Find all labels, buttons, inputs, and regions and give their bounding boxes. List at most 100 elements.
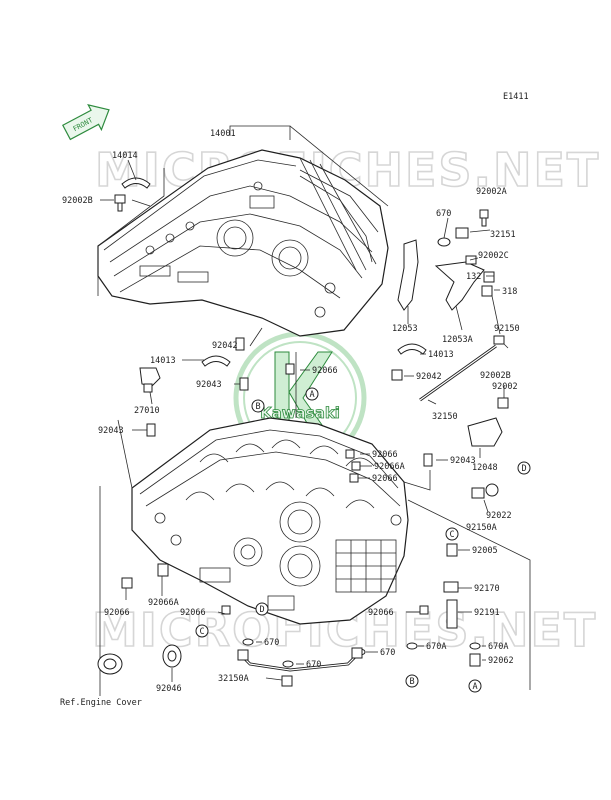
label-32150: 32150	[432, 412, 458, 422]
label-92002b: 92002B	[62, 196, 93, 206]
part-92042-dowel-b	[391, 369, 403, 381]
part-92002b-bolt	[114, 194, 126, 212]
part-92022-bolt	[471, 483, 499, 499]
label-92066-d: 92066	[368, 608, 394, 618]
label-92066-e: 92066	[104, 608, 130, 618]
label-12053: 12053	[392, 324, 418, 334]
diagram-id: E1411	[503, 92, 529, 102]
callout-b-text: B	[255, 402, 260, 412]
part-92066-pin-c	[349, 473, 359, 483]
part-32151-guide	[455, 227, 469, 239]
part-27010-switch	[139, 367, 161, 393]
label-14001: 14001	[210, 129, 236, 139]
upper-crankcase	[97, 149, 389, 337]
part-92170-clamp	[443, 581, 459, 593]
label-92043-b: 92043	[98, 426, 124, 436]
part-14013-seal	[201, 355, 231, 367]
part-92066-pin-e	[221, 605, 231, 615]
callout-a-text: A	[309, 390, 314, 400]
label-92005: 92005	[472, 546, 498, 556]
label-92150a: 92150A	[466, 523, 497, 533]
label-32150a: 32150A	[218, 674, 249, 684]
part-92043-dowel	[239, 377, 249, 391]
label-92042: 92042	[212, 341, 238, 351]
label-14013: 14013	[150, 356, 176, 366]
label-92066-b: 92066	[372, 450, 398, 460]
part-92066-pin-d	[121, 577, 133, 589]
label-92043-c: 92043	[450, 456, 476, 466]
label-14014: 14014	[112, 151, 138, 161]
label-92170: 92170	[474, 584, 500, 594]
part-92062-fitting	[469, 653, 481, 667]
callout-a-bottom	[468, 679, 482, 693]
callout-b-bottom	[405, 674, 419, 688]
part-92002a-bolt	[479, 209, 489, 227]
part-132-washer	[483, 271, 495, 283]
logo-text: Kawasaki	[260, 404, 340, 422]
label-92002a: 92002A	[476, 187, 507, 197]
part-670a-oring	[406, 642, 418, 650]
callout-d-right	[517, 461, 531, 475]
part-92046-bearing	[162, 644, 182, 668]
part-670-oring-b	[242, 638, 254, 646]
part-12048-stay	[467, 417, 503, 447]
part-32150a-pipe	[237, 647, 363, 687]
label-92002c: 92002C	[478, 251, 509, 261]
part-92066-pin-f	[419, 605, 429, 615]
part-92066a-pin	[351, 461, 361, 471]
label-132: 132	[466, 272, 481, 282]
part-92042-dowel	[235, 337, 245, 351]
label-92043: 92043	[196, 380, 222, 390]
label-92042-b: 92042	[416, 372, 442, 382]
label-670-b: 670	[264, 638, 279, 648]
callout-a	[305, 387, 319, 401]
label-14013-b: 14013	[428, 350, 454, 360]
label-670: 670	[436, 209, 451, 219]
label-92066a-b: 92066A	[148, 598, 179, 608]
part-92191-pipe	[446, 599, 458, 629]
part-14013-seal-b	[397, 343, 427, 355]
callout-circles: A B C D D B C A	[195, 387, 531, 693]
label-92066-f: 92066	[180, 608, 206, 618]
label-670-d: 670	[380, 648, 395, 658]
part-92002b-bolt-b	[493, 335, 505, 345]
label-92022: 92022	[486, 511, 512, 521]
callout-b	[251, 399, 265, 413]
label-670-c: 670	[306, 660, 321, 670]
part-670a-oring-b	[469, 642, 481, 650]
front-arrow-icon: FRONT	[62, 104, 110, 141]
label-92062: 92062	[488, 656, 514, 666]
label-27010: 27010	[134, 406, 160, 416]
callout-b-bottom-text: B	[409, 677, 414, 687]
part-12053-guide	[397, 239, 419, 311]
footer-note: Ref.Engine Cover	[60, 698, 142, 708]
lower-crankcase	[131, 417, 409, 625]
part-labels: 14001 14014 92002B 670 92002A 32151 9200…	[60, 129, 520, 708]
callout-d-right-text: D	[521, 464, 526, 474]
engine-cover-seal	[97, 653, 123, 675]
label-92002b-b: 92002B	[480, 371, 511, 381]
callout-a-bottom-text: A	[472, 682, 477, 692]
callout-c-text: C	[199, 627, 204, 637]
label-92066a: 92066A	[374, 462, 405, 472]
label-92150: 92150	[494, 324, 520, 334]
callout-d	[255, 602, 269, 616]
part-92002-bolt	[497, 397, 509, 409]
part-92066-pin	[285, 363, 295, 375]
part-92066-pin-b	[345, 449, 355, 459]
callout-c-right	[445, 527, 459, 541]
part-92005-fitting	[446, 543, 458, 557]
label-92046: 92046	[156, 684, 182, 694]
part-92066a-pin-b	[157, 563, 169, 577]
part-92043-dowel-b	[146, 423, 156, 437]
part-14014-seal	[121, 177, 151, 189]
label-92002: 92002	[492, 382, 518, 392]
label-670a-b: 670A	[488, 642, 508, 652]
label-92066-c: 92066	[372, 474, 398, 484]
label-670a: 670A	[426, 642, 446, 652]
label-12053a: 12053A	[442, 335, 473, 345]
label-32151: 32151	[490, 230, 516, 240]
label-12048: 12048	[472, 463, 498, 473]
part-670-oring-c	[282, 660, 294, 668]
